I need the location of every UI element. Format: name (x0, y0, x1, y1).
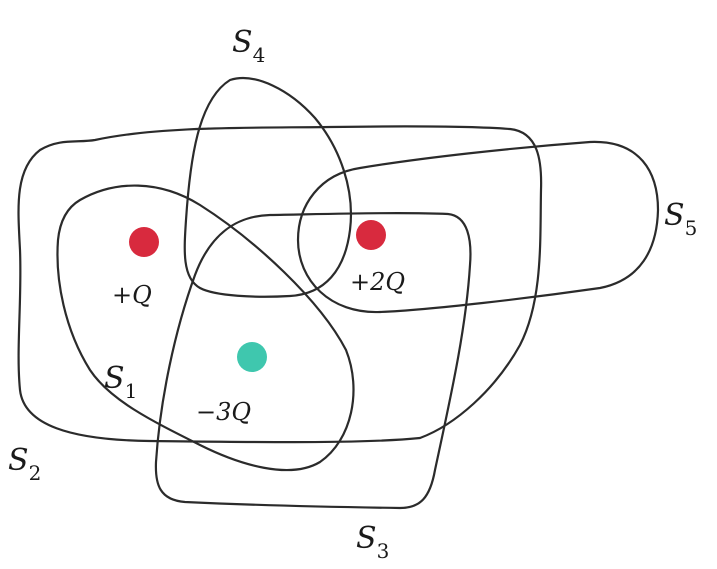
surface-s2 (17, 125, 543, 444)
surface-s3-label: S3 (356, 521, 389, 563)
charge-plus-q-dot (129, 227, 159, 257)
charge-plus-2q-label: +2Q (350, 268, 405, 296)
surface-s1 (56, 184, 355, 472)
charge-plus-2q-dot (356, 220, 386, 250)
surface-s4 (183, 77, 352, 298)
charge-minus-3q-label: −3Q (196, 398, 251, 426)
surface-s3 (154, 212, 472, 510)
surface-s2-label: S2 (8, 443, 41, 485)
surface-s1-label: S1 (104, 361, 137, 403)
surface-s5 (296, 140, 660, 314)
surface-s4-label: S4 (232, 25, 265, 67)
charge-plus-q-label: +Q (112, 281, 152, 309)
surface-s5-label: S5 (664, 198, 697, 240)
charge-minus-3q-dot (237, 342, 267, 372)
